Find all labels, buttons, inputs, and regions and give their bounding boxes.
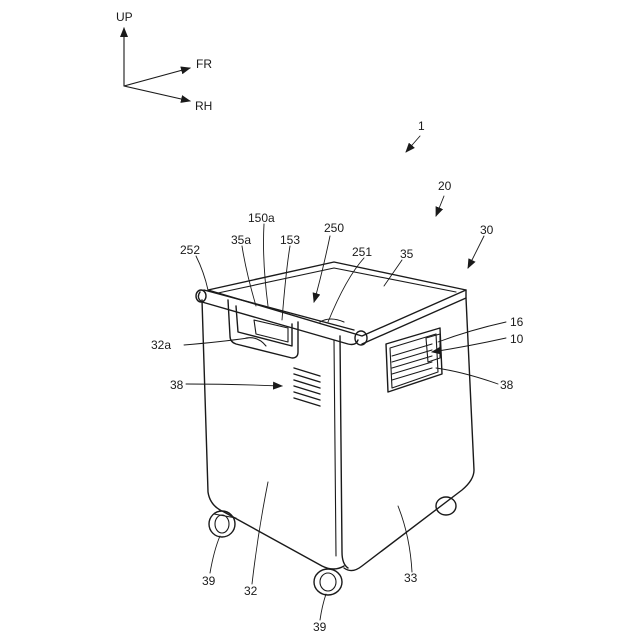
axis-label-front: FR xyxy=(196,57,212,71)
label-20: 20 xyxy=(438,179,452,193)
reference-numerals: 1 20 30 150a 250 35a 153 252 251 35 16 1… xyxy=(151,119,524,634)
side-vent xyxy=(386,328,442,392)
handle-end-right xyxy=(355,331,367,345)
label-39-left: 39 xyxy=(202,574,216,588)
cabinet-body xyxy=(196,262,474,571)
caster-right xyxy=(436,497,456,515)
handle-end-left xyxy=(196,290,206,302)
leader-lines xyxy=(184,136,506,620)
label-35: 35 xyxy=(400,247,414,261)
front-face-outline xyxy=(202,300,344,569)
caster-left xyxy=(209,511,236,537)
casters xyxy=(209,497,456,595)
side-vent-grille xyxy=(392,344,432,380)
label-32a: 32a xyxy=(151,338,171,352)
opening-tab-153 xyxy=(254,320,288,342)
label-38-side: 38 xyxy=(500,378,514,392)
label-252: 252 xyxy=(180,243,200,257)
label-30: 30 xyxy=(480,223,494,237)
label-153: 153 xyxy=(280,233,300,247)
label-33: 33 xyxy=(404,571,418,585)
direction-axes: UP FR RH xyxy=(116,10,212,113)
front-right-corner xyxy=(340,336,348,568)
axis-label-up: UP xyxy=(116,10,133,24)
label-150a: 150a xyxy=(248,211,275,225)
front-vent xyxy=(294,368,320,406)
label-39-front: 39 xyxy=(313,620,327,634)
label-10: 10 xyxy=(510,332,524,346)
caster-front xyxy=(314,569,342,595)
front-corner-highlight xyxy=(334,340,336,556)
handle-rail-lower xyxy=(198,292,358,345)
label-35a: 35a xyxy=(231,233,251,247)
label-250: 250 xyxy=(324,221,344,235)
right-arrow xyxy=(124,86,190,101)
filter-16 xyxy=(426,334,440,362)
label-32: 32 xyxy=(244,584,258,598)
label-38-front: 38 xyxy=(170,378,184,392)
label-16: 16 xyxy=(510,315,524,329)
axis-label-right: RH xyxy=(195,99,212,113)
side-face-outline xyxy=(344,298,474,571)
label-1: 1 xyxy=(418,119,425,133)
label-251: 251 xyxy=(352,245,372,259)
front-arrow xyxy=(124,68,190,86)
